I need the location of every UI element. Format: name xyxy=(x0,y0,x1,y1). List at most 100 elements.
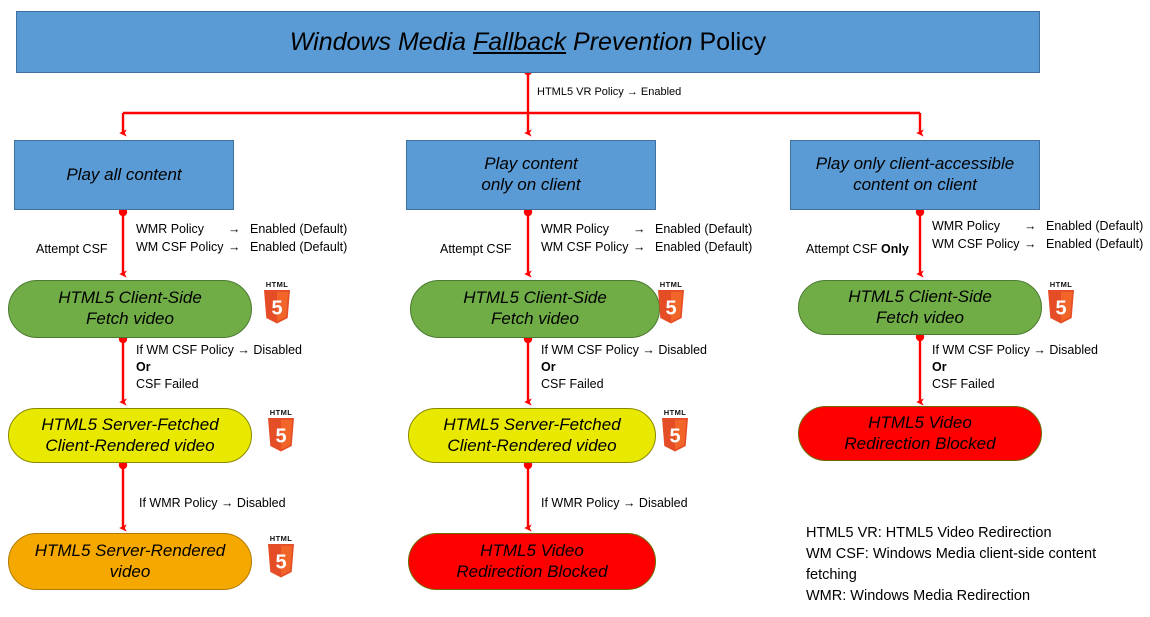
edge-label-policies-col1: WMR Policy → Enabled (Default) WM CSF Poli… xyxy=(136,220,347,256)
edge-label-attempt-csf-col2: Attempt CSF xyxy=(440,241,512,258)
legend: HTML5 VR: HTML5 Video Redirection WM CSF… xyxy=(806,523,1136,607)
fallback-line-1: If WM CSF Policy → Disabled xyxy=(932,343,1099,357)
fallback-line-2: Or xyxy=(932,359,947,374)
policy-name: WM CSF Policy xyxy=(136,240,224,255)
arrow-icon: → xyxy=(1024,237,1037,252)
node-line-2: video xyxy=(109,561,151,581)
node-line-2: Fetch video xyxy=(491,309,579,328)
policy-row: WMR Policy→Enabled (Default) xyxy=(932,217,1143,235)
title-part-italic-2: Prevention xyxy=(566,27,700,56)
edge-col2-yellow-to-red xyxy=(523,460,533,532)
node-line-1: HTML5 Client-Side xyxy=(848,286,992,306)
policy-row: WM CSF Policy → Enabled (Default) xyxy=(541,238,752,256)
edge-label-policies-col3: WMR Policy → Enabled (Default) WM CSF Poli… xyxy=(932,217,1143,253)
html5-logo-icon: HTML 5 xyxy=(266,535,296,579)
arrow-icon: → xyxy=(228,240,241,255)
svg-text:5: 5 xyxy=(275,552,286,574)
policy-value: Enabled (Default) xyxy=(655,222,753,236)
arrow-icon: → xyxy=(633,222,646,236)
html5-wordmark: HTML xyxy=(659,280,683,289)
policy-name: WM CSF Policy xyxy=(932,237,1020,252)
html5-wordmark: HTML xyxy=(269,534,293,543)
edge-col1-yellow-to-orange xyxy=(118,460,128,532)
arrow-icon: → xyxy=(633,240,646,255)
edge-col2-option-to-green xyxy=(523,207,533,278)
policy-row: WM CSF Policy → Enabled (Default) xyxy=(932,235,1143,253)
edge-label-policies-col2: WMR Policy→Enabled (Default) WM CSF Poli… xyxy=(541,220,752,256)
node-html5-video-redirection-blocked-col2[interactable]: HTML5 Video Redirection Blocked xyxy=(408,533,656,590)
legend-line-html5-vr: HTML5 VR: HTML5 Video Redirection xyxy=(806,525,1052,541)
edge-col3-option-to-green xyxy=(915,207,925,278)
policy-name: WM CSF Policy xyxy=(541,240,629,255)
node-line-2: Client-Rendered video xyxy=(45,435,215,455)
option-label-line-2: only on client xyxy=(481,175,581,194)
html5-logo-icon: HTML 5 xyxy=(262,281,292,325)
edge-label-fallback-col2: If WM CSF Policy → Disabled Or CSF Faile… xyxy=(541,342,707,393)
node-html5-client-side-fetch-col3[interactable]: HTML5 Client-Side Fetch video xyxy=(798,280,1042,335)
html5-logo-icon: HTML 5 xyxy=(266,409,296,453)
option-label-line-2: content on client xyxy=(853,175,977,194)
edge-label-wmr-col1: If WMR Policy → Disabled xyxy=(139,496,286,510)
node-line-1: HTML5 Server-Fetched xyxy=(443,414,621,434)
fallback-line-3: CSF Failed xyxy=(932,376,995,391)
node-line-1: HTML5 Video xyxy=(480,540,584,560)
html5-logo-icon: HTML 5 xyxy=(1046,281,1076,325)
policy-row: WM CSF Policy → Enabled (Default) xyxy=(136,238,347,256)
node-html5-client-side-fetch-col1[interactable]: HTML5 Client-Side Fetch video xyxy=(8,280,252,338)
svg-text:5: 5 xyxy=(275,426,286,448)
node-html5-server-fetched-col1[interactable]: HTML5 Server-Fetched Client-Rendered vid… xyxy=(8,408,252,463)
fallback-line-2: Or xyxy=(541,359,556,374)
policy-value: Enabled (Default) xyxy=(1046,237,1144,252)
svg-text:5: 5 xyxy=(271,298,282,320)
node-html5-server-rendered-col1[interactable]: HTML5 Server-Rendered video xyxy=(8,533,252,590)
fallback-line-1: If WM CSF Policy → Disabled xyxy=(136,343,303,357)
fallback-line-1: If WM CSF Policy → Disabled xyxy=(541,343,708,357)
html5-wordmark: HTML xyxy=(663,408,687,417)
policy-value: Enabled (Default) xyxy=(655,240,753,255)
node-line-2: Fetch video xyxy=(876,307,964,327)
edge-label-attempt-csf-col1: Attempt CSF xyxy=(36,241,108,258)
node-html5-server-fetched-col2[interactable]: HTML5 Server-Fetched Client-Rendered vid… xyxy=(408,408,656,463)
node-line-2: Fetch video xyxy=(86,309,174,328)
node-html5-client-side-fetch-col2[interactable]: HTML5 Client-Side Fetch video xyxy=(410,280,660,338)
edge-label-fallback-col1: If WM CSF Policy → Disabled Or CSF Faile… xyxy=(136,342,302,393)
edge-col1-option-to-green xyxy=(118,207,128,278)
edge-col3-green-to-red xyxy=(915,332,925,406)
edge-label-root: HTML5 VR Policy → Enabled xyxy=(537,86,682,98)
html5-wordmark: HTML xyxy=(265,280,289,289)
attempt-csf-text: Attempt CSF xyxy=(806,242,882,256)
option-label-line-1: Play content xyxy=(484,154,578,174)
arrow-icon: → xyxy=(228,222,241,236)
html5-wordmark: HTML xyxy=(269,408,293,417)
option-box-play-all-content[interactable]: Play all content xyxy=(14,140,234,210)
arrow-icon: → xyxy=(1024,219,1037,233)
policy-value: Enabled (Default) xyxy=(250,240,348,255)
node-html5-video-redirection-blocked-col3[interactable]: HTML5 Video Redirection Blocked xyxy=(798,406,1042,461)
fallback-line-3: CSF Failed xyxy=(136,376,199,391)
fallback-line-2: Or xyxy=(136,359,151,374)
edge-label-wmr-col2: If WMR Policy → Disabled xyxy=(541,496,688,510)
node-line-1: HTML5 Video xyxy=(868,412,972,432)
node-line-2: Redirection Blocked xyxy=(844,433,996,453)
policy-value: Enabled (Default) xyxy=(250,222,348,236)
html5-wordmark: HTML xyxy=(1049,280,1073,289)
fallback-line-3: CSF Failed xyxy=(541,376,604,391)
node-line-2: Redirection Blocked xyxy=(456,561,608,581)
node-line-2: Client-Rendered video xyxy=(447,435,617,455)
attempt-csf-text: Attempt CSF xyxy=(36,242,108,256)
edge-root-split xyxy=(119,66,924,137)
policy-name: WMR Policy xyxy=(136,222,205,236)
option-label: Play all content xyxy=(66,164,182,184)
node-line-1: HTML5 Server-Fetched xyxy=(41,414,219,434)
svg-text:5: 5 xyxy=(665,298,676,320)
option-box-play-content-only-on-client[interactable]: Play content only on client xyxy=(406,140,656,210)
edge-label-attempt-csf-col3: Attempt CSF Only xyxy=(806,241,909,258)
html5-logo-icon: HTML 5 xyxy=(660,409,690,453)
option-box-play-only-client-accessible-content[interactable]: Play only client-accessible content on c… xyxy=(790,140,1040,210)
policy-row: WMR Policy → Enabled (Default) xyxy=(136,220,347,238)
node-line-1: HTML5 Client-Side xyxy=(58,288,202,308)
edge-col1-green-to-yellow xyxy=(118,334,128,406)
node-line-1: HTML5 Server-Rendered xyxy=(34,540,226,560)
policy-name: WMR Policy xyxy=(932,219,1001,233)
attempt-csf-emphasis: Only xyxy=(881,242,909,256)
